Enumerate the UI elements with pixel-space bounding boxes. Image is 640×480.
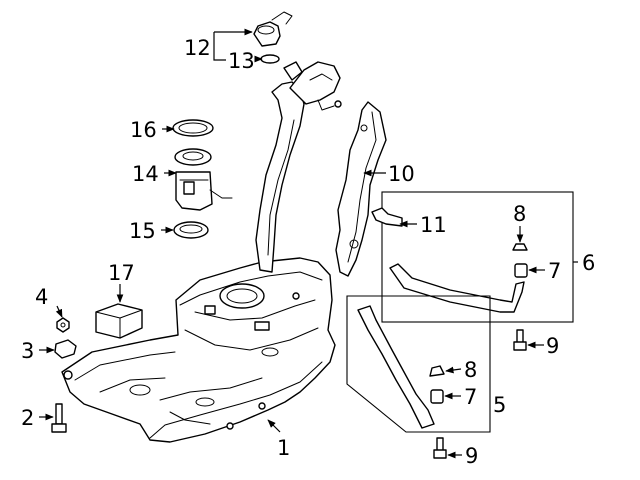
callout-15: 15	[129, 219, 156, 243]
callout-labels: 12 13 16 14 15 10 11 17 4 3 2 1 8 7 6 9 …	[21, 36, 595, 468]
callout-4: 4	[35, 285, 48, 309]
o-ring	[260, 54, 280, 64]
strap-lower-group-box	[346, 295, 491, 433]
pump-seal	[173, 221, 209, 239]
callout-13: 13	[228, 49, 255, 73]
callout-8-upper: 8	[513, 202, 526, 226]
callout-6: 6	[582, 251, 595, 275]
callout-8-lower: 8	[464, 358, 477, 382]
bushing	[54, 339, 77, 359]
vent-connector	[371, 207, 403, 227]
lock-ring	[172, 119, 214, 137]
tank-strap-upper	[381, 191, 574, 351]
callout-17: 17	[108, 261, 135, 285]
callout-7-upper: 7	[548, 259, 561, 283]
callout-10: 10	[388, 162, 415, 186]
tank-strap-lower	[346, 295, 491, 459]
callout-9-upper: 9	[546, 334, 559, 358]
callout-5: 5	[493, 393, 506, 417]
callout-7-lower: 7	[464, 385, 477, 409]
callout-12: 12	[184, 36, 211, 60]
callout-16: 16	[130, 118, 157, 142]
callout-9-lower: 9	[465, 444, 478, 468]
bolt	[51, 403, 67, 433]
callout-1: 1	[277, 436, 290, 460]
control-module	[95, 303, 143, 339]
callout-2: 2	[21, 406, 34, 430]
callout-11: 11	[420, 213, 447, 237]
strap-upper-group-box	[381, 191, 574, 323]
callout-14: 14	[132, 162, 159, 186]
fuel-pump-module	[174, 148, 233, 211]
nut	[56, 317, 70, 333]
callout-3: 3	[21, 339, 34, 363]
fuel-filler-cap	[253, 11, 293, 47]
filler-pipe	[255, 61, 342, 273]
heat-shield	[335, 101, 387, 277]
leader-lines	[39, 28, 578, 459]
fuel-tank	[61, 257, 336, 443]
